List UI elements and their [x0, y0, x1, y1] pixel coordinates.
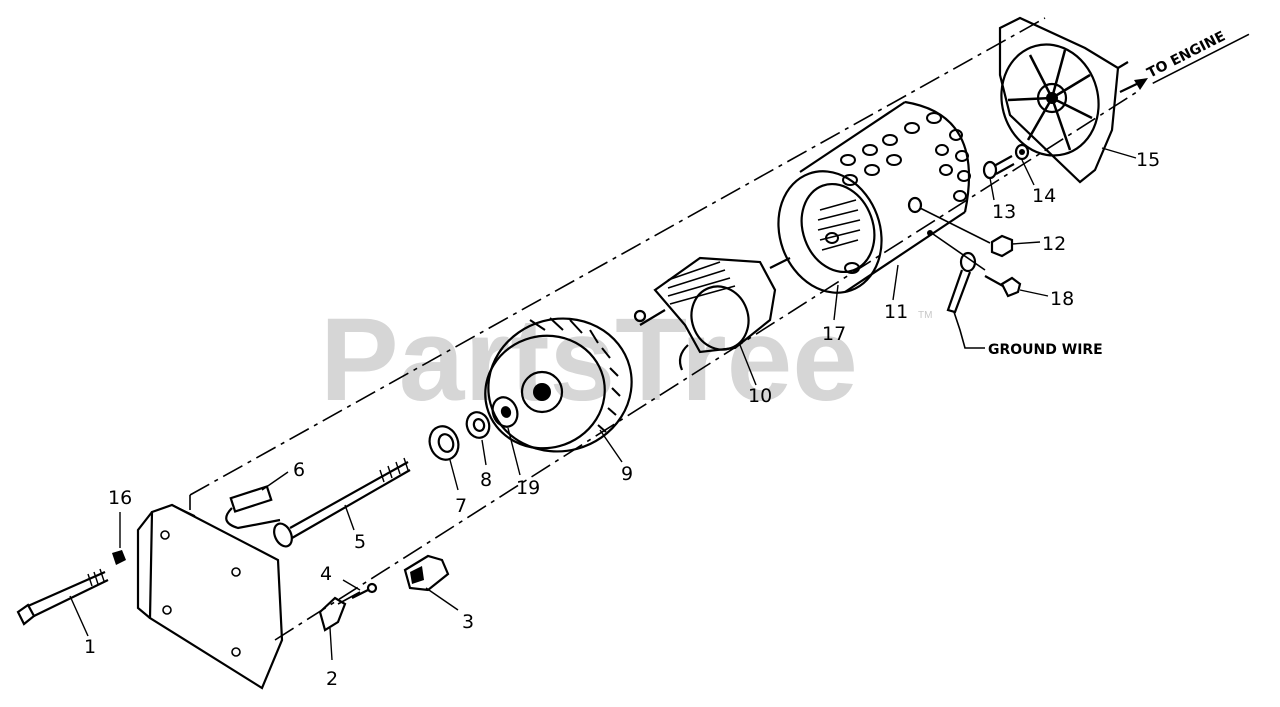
part-3-diode	[403, 554, 450, 592]
part-7-bearing	[428, 425, 460, 461]
label-part-8: 8	[480, 469, 492, 491]
part-6-wire-connector	[225, 485, 281, 530]
label-part-18: 18	[1050, 288, 1074, 310]
label-part-7: 7	[455, 495, 467, 517]
label-part-14: 14	[1032, 185, 1056, 207]
label-part-15: 15	[1136, 149, 1160, 171]
part-2-bracket	[318, 591, 361, 632]
label-part-17: 17	[822, 323, 846, 345]
part-14-washer	[1014, 143, 1030, 161]
part-19-spacer	[491, 396, 519, 428]
part-8-washer	[465, 411, 491, 439]
watermark-trademark: TM	[918, 310, 932, 321]
part-11-stator-housing	[777, 100, 971, 294]
part-4-screw	[351, 582, 378, 599]
assembly-centerlines	[189, 17, 1141, 641]
to-engine-arrow	[1119, 78, 1148, 93]
label-part-10: 10	[748, 385, 772, 407]
note-to-engine: TO ENGINE	[1145, 28, 1229, 81]
label-part-12: 12	[1042, 233, 1066, 255]
part-labels: 1 2 3 4 5 6 7 8 9 10 11 12 13 14 15 16 1…	[84, 149, 1160, 690]
label-part-16: 16	[108, 487, 132, 509]
label-part-11: 11	[884, 301, 908, 323]
label-part-3: 3	[462, 611, 474, 633]
label-part-13: 13	[992, 201, 1016, 223]
part-5-through-bolt	[273, 457, 411, 548]
part-9-fan	[484, 317, 633, 453]
label-part-4: 4	[320, 563, 332, 585]
note-ground-wire: GROUND WIRE	[988, 342, 1103, 358]
part-1-bolt	[16, 568, 109, 626]
part-17-stator	[800, 182, 876, 274]
label-part-19: 19	[516, 477, 540, 499]
ground-wire	[946, 251, 985, 349]
part-13-screw	[982, 155, 1015, 180]
part-10-rotor	[633, 256, 791, 371]
part-12-nut	[919, 207, 1014, 258]
part-15-adapter-flange	[998, 16, 1129, 184]
watermark: PartsTree	[320, 294, 858, 426]
label-part-1: 1	[84, 636, 96, 658]
label-part-9: 9	[621, 463, 633, 485]
label-part-6: 6	[293, 459, 305, 481]
part-16-nut	[112, 550, 126, 565]
label-part-2: 2	[326, 668, 338, 690]
end-cover-plate	[136, 503, 284, 690]
label-part-5: 5	[354, 531, 366, 553]
leader-lines	[69, 147, 1137, 661]
part-18-screw	[932, 233, 1022, 298]
